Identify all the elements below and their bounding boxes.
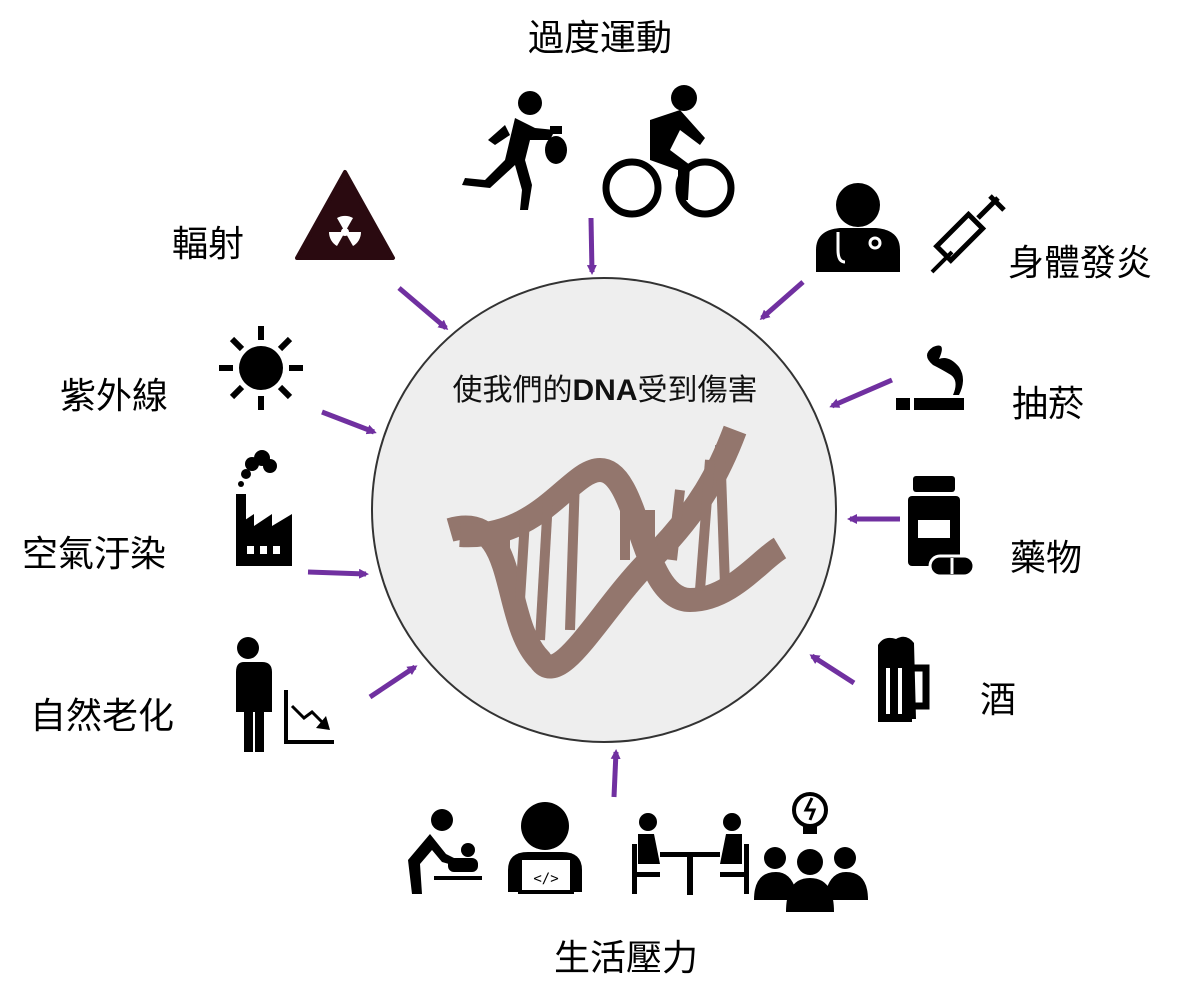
sun-icon bbox=[219, 326, 303, 410]
parent-changing-baby-icon bbox=[408, 809, 482, 894]
cigarette-icon bbox=[896, 345, 964, 410]
arrow-uv bbox=[321, 409, 377, 435]
factor-label-alcohol: 酒 bbox=[980, 680, 1016, 721]
center-node: 使我們的DNA受到傷害 bbox=[371, 277, 837, 743]
center-title: 使我們的DNA受到傷害 bbox=[453, 373, 758, 408]
cyclist-icon bbox=[602, 85, 735, 218]
factor-inflammation: 身體發炎 bbox=[759, 183, 1152, 320]
factor-label-aging: 自然老化 bbox=[30, 696, 174, 737]
factor-exercise: 過度運動 bbox=[462, 18, 735, 275]
running-person-icon bbox=[462, 91, 567, 210]
arrow-aging bbox=[368, 664, 418, 700]
arrow-pollution bbox=[307, 568, 369, 579]
arrow-exercise bbox=[586, 217, 597, 275]
factor-label-radiation: 輻射 bbox=[172, 224, 244, 265]
factor-label-pollution: 空氣汙染 bbox=[22, 534, 166, 575]
factor-stress: 生活壓力 </> bbox=[408, 749, 868, 979]
team-idea-icon bbox=[754, 792, 868, 912]
factor-aging: 自然老化 bbox=[30, 637, 418, 752]
laptop-worker-icon: </> bbox=[508, 802, 582, 894]
arrow-stress bbox=[610, 749, 621, 798]
meeting-table-icon bbox=[632, 813, 749, 895]
center-circle bbox=[371, 277, 837, 743]
standing-person-icon bbox=[234, 637, 272, 752]
factor-uv: 紫外線 bbox=[60, 326, 377, 435]
factor-label-stress: 生活壓力 bbox=[554, 938, 698, 979]
doctor-icon bbox=[816, 183, 900, 272]
factor-smoking: 抽菸 bbox=[829, 345, 1084, 425]
radiation-warning-icon bbox=[295, 170, 395, 260]
factor-label-inflammation: 身體發炎 bbox=[1008, 243, 1152, 284]
arrow-alcohol bbox=[809, 653, 856, 686]
factor-label-uv: 紫外線 bbox=[60, 376, 168, 417]
arrow-radiation bbox=[397, 286, 449, 330]
factor-medicine: 藥物 bbox=[847, 476, 1082, 579]
arrow-inflammation bbox=[759, 280, 805, 320]
factor-label-exercise: 過度運動 bbox=[528, 18, 672, 59]
syringe-icon bbox=[930, 194, 1006, 274]
factor-pollution: 空氣汙染 bbox=[22, 450, 369, 579]
beer-mug-icon bbox=[878, 636, 930, 722]
arrow-smoking bbox=[829, 377, 893, 409]
factory-smoke-icon bbox=[236, 450, 292, 566]
svg-text:</>: </> bbox=[533, 871, 558, 887]
factor-radiation: 輻射 bbox=[172, 170, 449, 330]
factor-alcohol: 酒 bbox=[809, 636, 1016, 722]
pill-bottle-icon bbox=[908, 476, 976, 578]
dna-helix-icon bbox=[446, 425, 787, 679]
factor-label-medicine: 藥物 bbox=[1010, 538, 1082, 579]
factor-label-smoking: 抽菸 bbox=[1012, 384, 1084, 425]
declining-chart-icon bbox=[284, 690, 334, 744]
